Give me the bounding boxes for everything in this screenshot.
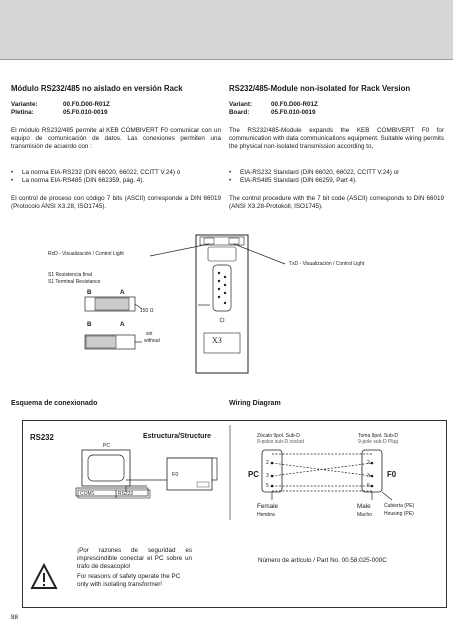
- right-bullet-2-dot: •: [229, 177, 232, 184]
- right-title: RS232/485-Module non-isolated for Rack V…: [229, 84, 411, 93]
- pin-right-5: 5: [367, 483, 370, 489]
- macho-label: Macho: [357, 512, 373, 518]
- switch-a-bottom: A: [120, 321, 125, 328]
- left-board-label: Pletina:: [11, 109, 34, 116]
- module-figure: [84, 234, 286, 374]
- zocalo-label: Zócalo 9pol. Sub-D: [257, 433, 300, 439]
- left-bullet-2: La norma EIA-RS485 (DIN 662359, pág. 4).: [22, 177, 145, 184]
- txd-label: TxD - Visualización / Control Light: [289, 261, 365, 267]
- plug-label: 9-pole sub-D Plug: [358, 439, 399, 445]
- switch-a-top: A: [120, 289, 125, 296]
- pin-left-3: 3: [266, 473, 269, 479]
- left-paragraph-1: El módulo RS232/485 permite al KEB COMBI…: [11, 127, 221, 150]
- pc-label: PC: [103, 443, 110, 449]
- wiring-title: Wiring Diagram: [229, 400, 281, 407]
- rs232-port-label: RS232: [118, 491, 134, 497]
- wiring-diagram-box: [22, 420, 447, 608]
- left-variant-value: 00.F0.D00-R01Z: [63, 101, 110, 108]
- without-label: without: [144, 338, 160, 344]
- cubierta-label: Cubierta (PE): [384, 503, 415, 509]
- left-board-value: 05.F0.010-0019: [63, 109, 108, 116]
- part-number: Número de artículo / Part No. 00.58.025-…: [258, 557, 387, 564]
- left-bullet-2-dot: •: [11, 177, 14, 184]
- rs232-label: RS232: [30, 433, 54, 442]
- left-title: Módulo RS232/485 no aislado en versión R…: [11, 84, 183, 93]
- structure-label: Estructura/Structure: [143, 433, 212, 440]
- left-bullet-1: La norma EIA-RS232 (DIN 66020, 66022, CC…: [22, 169, 181, 176]
- switch-b-bottom: B: [87, 321, 92, 328]
- housing-label: Housing (PE): [384, 511, 414, 517]
- socket-label: 9-polos sub-D socket: [257, 439, 304, 445]
- pin-right-2: 2: [367, 460, 370, 466]
- wiring-drawing: [30, 425, 393, 589]
- f0-connector-label: F0: [387, 470, 397, 479]
- x3-label: X3: [212, 336, 222, 345]
- male-label: Male: [357, 503, 371, 510]
- com1-label: COM1: [80, 491, 95, 497]
- warning-es: ¡Por razones de seguridad es imprescindi…: [77, 547, 192, 570]
- switch-b-top: B: [87, 289, 92, 296]
- f0-box-label: F0: [172, 472, 179, 478]
- pin-left-5: 5: [266, 483, 269, 489]
- pin-right-3: 3: [367, 473, 370, 479]
- right-variant-value: 00.F0.D00-R01Z: [271, 101, 318, 108]
- left-variant-label: Variante:: [11, 101, 38, 108]
- right-bullet-1: EIA-RS232 Standard (DIN 66020, 66022, CC…: [240, 169, 400, 176]
- right-variant-label: Variant:: [229, 101, 253, 108]
- right-paragraph-2: The control procedure with the 7 bit cod…: [229, 195, 444, 210]
- right-bullet-2: EIA-RS485 Standard (DIN 66259, Part 4).: [240, 177, 357, 184]
- right-paragraph-1: The RS232/485-Module expands the KEB COM…: [229, 127, 444, 150]
- left-paragraph-2: El control de proceso con código 7 bits …: [11, 195, 221, 210]
- warning-en: For reasons of safety operate the PC onl…: [77, 573, 181, 588]
- ohm-label: 150 Ω: [140, 308, 154, 314]
- right-board-value: 05.F0.010-0019: [271, 109, 316, 116]
- esquema-title: Esquema de conexionado: [11, 400, 98, 407]
- left-bullet-1-dot: •: [11, 169, 14, 176]
- resistance-label-es: S1 Resistencia final: [48, 272, 92, 278]
- right-board-label: Board:: [229, 109, 250, 116]
- hembra-label: Hembra: [257, 512, 275, 518]
- page-number: 88: [11, 614, 19, 621]
- pin-left-2: 2: [266, 460, 269, 466]
- resistance-label-en: S1 Terminal Resistance: [48, 279, 101, 285]
- pc-connector-label: PC: [248, 470, 259, 479]
- toma-label: Toma 9pol. Sub-D: [358, 433, 399, 439]
- female-label: Female: [257, 503, 278, 510]
- header-bar: [0, 0, 453, 60]
- right-bullet-1-dot: •: [229, 169, 232, 176]
- sin-label: sin: [146, 331, 153, 337]
- rxd-label: RxD - Visualización / Control Light: [48, 251, 124, 257]
